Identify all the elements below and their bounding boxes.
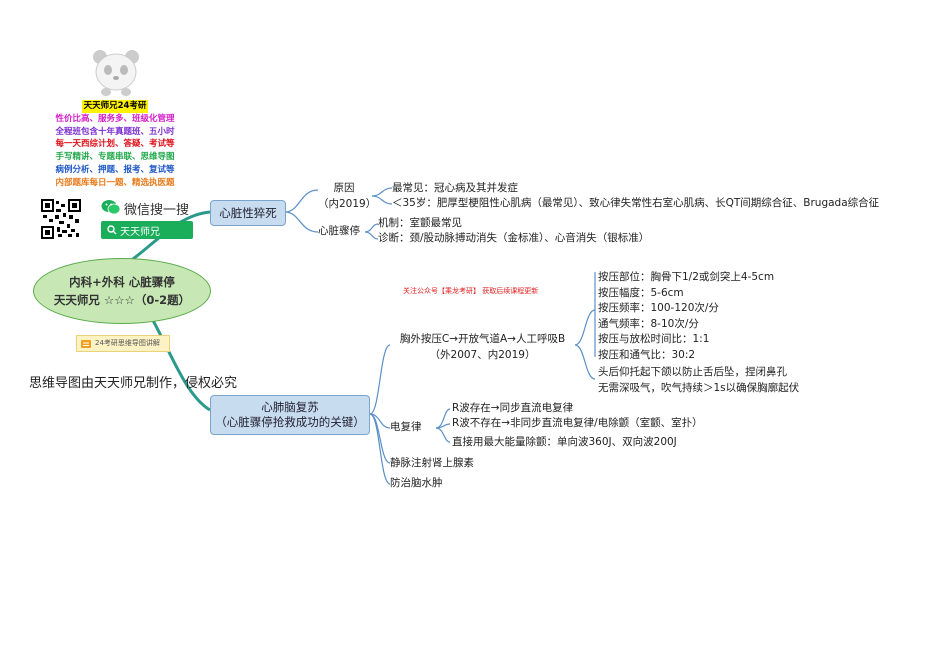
wechat-search-label: 微信搜一搜 [124, 203, 190, 218]
root-title: 内科+外科 心脏骤停 [69, 275, 175, 289]
copyright-text: 思维导图由天天师兄制作，侵权必究 [29, 376, 238, 391]
node-cause-sub: （内2019） [318, 197, 377, 210]
promo-block: 天天师兄24考研 性价比高、服务多、班级化管理全程班包含十年真题班、五小时每一天… [40, 100, 190, 190]
promo-line: 手写精讲、专题串联、思维导图 [55, 152, 175, 163]
arrest-item-0: 机制：室颤最常见 [378, 217, 462, 229]
video-tag[interactable]: 24考研思维导图讲解 [76, 335, 170, 352]
cause-item-1: ＜35岁：肥厚型梗阻性心肌病（最常见）、致心律失常性右室心肌病、长QT间期综合征… [392, 197, 880, 209]
arrest-item-1: 诊断：颈/股动脉搏动消失（金标准）、心音消失（银标准） [378, 232, 650, 244]
node-cpr-sub: （心脏骤停抢救成功的关键） [215, 415, 365, 429]
node-brain-edema[interactable]: 防治脑水肿 [390, 477, 443, 489]
compression-param: 按压幅度：5-6cm [598, 286, 684, 299]
defib-item-0: R波存在→同步直流电复律 [452, 402, 574, 414]
node-chest-compression[interactable]: 胸外按压C→开放气道A→人工呼吸B （外2007、内2019） [390, 332, 575, 363]
airway-step: 无需深吸气，吹气持续＞1s以确保胸廓起伏 [598, 381, 800, 394]
root-node[interactable]: 内科+外科 心脏骤停 天天师兄 ☆☆☆（0-2题） [33, 258, 211, 324]
promo-title: 天天师兄24考研 [81, 100, 149, 113]
airway-steps: 头后仰托起下颌以防止舌后坠，捏闭鼻孔无需深吸气，吹气持续＞1s以确保胸廓起伏 [598, 365, 799, 396]
compression-param: 按压频率：100-120次/分 [598, 302, 719, 314]
promo-line: 每一天西综计划、答疑、考试等 [55, 139, 175, 150]
root-subtitle: 天天师兄 ☆☆☆（0-2题） [53, 293, 191, 307]
promo-line: 性价比高、服务多、班级化管理 [55, 113, 175, 124]
compression-param: 按压与放松时间比：1:1 [598, 333, 710, 345]
node-sudden-cardiac-death[interactable]: 心脏性猝死 [210, 200, 286, 226]
node-cpr-label: 心肺脑复苏 [261, 400, 319, 414]
search-text: 天天师兄 [120, 227, 160, 238]
node-cpr[interactable]: 心肺脑复苏 （心脏骤停抢救成功的关键） [210, 395, 370, 435]
node-cardiac-arrest[interactable]: 心脏骤停 [318, 225, 360, 237]
search-box[interactable]: 天天师兄 [101, 221, 193, 239]
compression-param: 按压和通气比：30:2 [598, 348, 696, 361]
compression-param: 按压部位：胸骨下1/2或剑突上4-5cm [598, 271, 775, 283]
node-cause[interactable]: 原因 （内2019） [318, 181, 377, 212]
node-sudden-cardiac-death-label: 心脏性猝死 [219, 206, 277, 220]
node-chest-compression-label: 胸外按压C→开放气道A→人工呼吸B [399, 333, 566, 345]
wechat-icon [101, 200, 121, 215]
node-chest-compression-sub: （外2007、内2019） [429, 348, 536, 361]
compression-param: 通气频率：8-10次/分 [598, 317, 699, 330]
defib-item-1: R波不存在→非同步直流电复律/电除颤（室颤、室扑） [452, 417, 703, 429]
panda-icon [93, 50, 139, 96]
promo-line: 病例分析、押题、报考、复试等 [55, 164, 175, 175]
tag-icon [81, 340, 91, 348]
defib-item-2: 直接用最大能量除颤：单向波360J、双向波200J [452, 436, 677, 448]
node-defibrillation[interactable]: 电复律 [390, 421, 422, 433]
airway-step: 头后仰托起下颌以防止舌后坠，捏闭鼻孔 [598, 366, 787, 378]
promo-line: 全程班包含十年真题班、五小时 [55, 126, 175, 137]
compression-params: 按压部位：胸骨下1/2或剑突上4-5cm 按压幅度：5-6cm 按压频率：100-1… [598, 270, 774, 363]
cause-item-0: 最常见：冠心病及其并发症 [392, 182, 518, 194]
qr-code-icon [41, 199, 81, 239]
search-icon [107, 225, 117, 235]
tag-label: 24考研思维导图讲解 [95, 339, 160, 347]
promo-line: 内部题库每日一题、精选执医题 [55, 177, 175, 188]
watermark-red: 关注公众号【乘龙考研】 获取后续课程更新 [403, 287, 539, 295]
node-cause-label: 原因 [333, 182, 355, 194]
node-epinephrine[interactable]: 静脉注射肾上腺素 [390, 457, 474, 469]
